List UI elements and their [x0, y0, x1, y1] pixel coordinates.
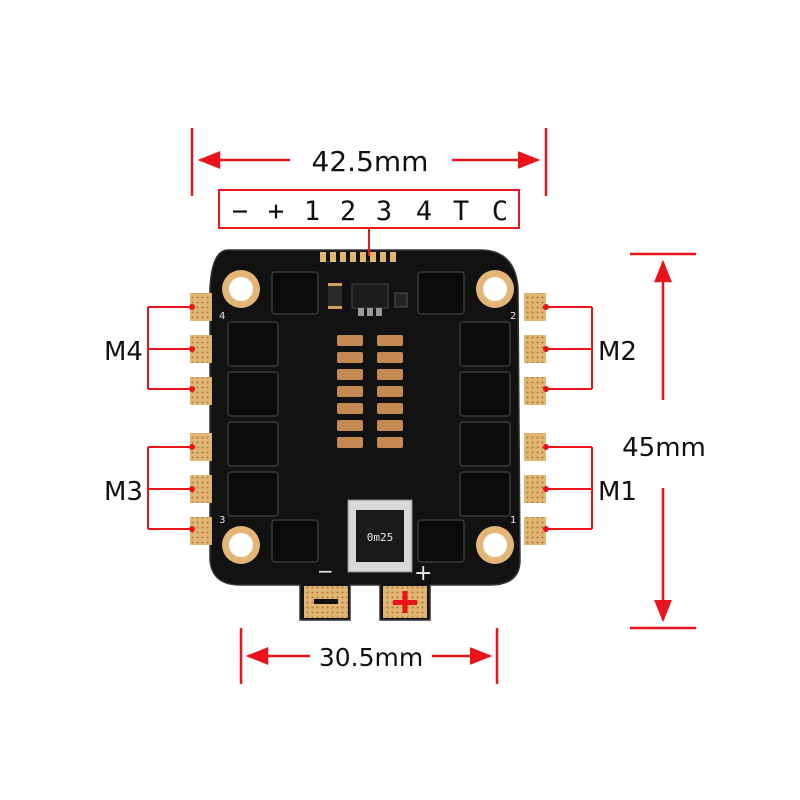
m3-bracket-dots	[189, 444, 195, 532]
m4-bracket	[147, 306, 192, 390]
pinout-callout	[218, 189, 520, 256]
height-dimension	[630, 252, 696, 630]
pin-label-vbat: +	[268, 196, 284, 227]
capacitor-bank	[337, 335, 403, 448]
m4-bracket-dots	[189, 304, 195, 392]
mount-dimension-label: 30.5mm	[319, 643, 423, 672]
pin-label-4: 4	[416, 196, 432, 227]
pad-number-bottom-left: 3	[219, 515, 225, 526]
pin-label-3: 3	[376, 196, 392, 227]
m2-bracket	[546, 306, 593, 390]
pin-label-t: T	[453, 196, 469, 227]
pin-label-1: 1	[304, 196, 320, 227]
mount-hole-top-right	[476, 270, 514, 308]
motor-label-m2: M2	[598, 337, 637, 367]
mount-hole-top-left	[222, 270, 260, 308]
m2-bracket-dots	[543, 304, 549, 392]
shunt-inductor: 0m25	[347, 499, 413, 573]
pin-label-c: C	[492, 196, 508, 227]
pin-label-gnd: −	[232, 196, 248, 227]
pin-label-2: 2	[340, 196, 356, 227]
capacitor-component	[328, 283, 342, 309]
pinout-labels: − + 1 2 3 4 T C	[232, 196, 508, 227]
m1-bracket	[546, 446, 593, 530]
signal-header-pads	[320, 252, 396, 262]
motor-label-m4: M4	[104, 337, 143, 367]
motor-pads-left	[190, 293, 212, 545]
motor-pads-right	[524, 293, 546, 545]
width-dimension-label: 42.5mm	[312, 145, 429, 178]
height-dimension-label: 45mm	[622, 433, 706, 463]
motor-label-m3: M3	[104, 477, 143, 507]
battery-positive-pad	[383, 586, 427, 618]
inductor-label: 0m25	[367, 531, 394, 544]
mount-dimension	[239, 628, 499, 684]
mount-hole-bottom-right	[476, 526, 514, 564]
mosfet-array	[227, 271, 511, 563]
motor-label-m1: M1	[598, 477, 637, 507]
board-plus-mark: +	[414, 561, 432, 586]
width-dimension	[190, 128, 548, 196]
pad-number-top-left: 4	[219, 311, 225, 322]
pad-number-top-right: 2	[510, 311, 516, 322]
battery-negative-pad	[304, 586, 348, 618]
regulator-chip	[351, 283, 389, 316]
smd-component	[394, 292, 408, 308]
pad-number-bottom-right: 1	[510, 515, 516, 526]
m3-bracket	[147, 446, 192, 530]
mount-hole-bottom-left	[222, 526, 260, 564]
board-minus-mark: −	[317, 559, 334, 583]
m1-bracket-dots	[543, 444, 549, 532]
